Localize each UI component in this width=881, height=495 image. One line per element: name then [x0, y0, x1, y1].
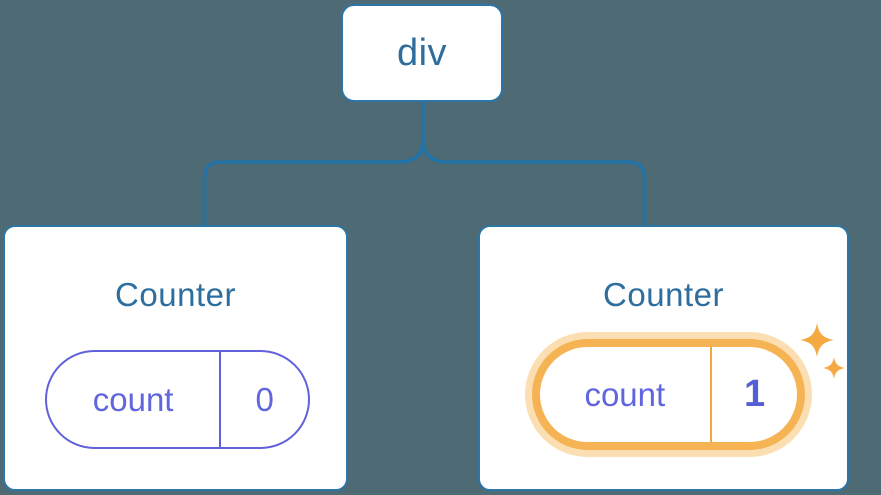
- div-node: div: [341, 4, 503, 102]
- state-pill-highlight-ring: count 1: [532, 339, 805, 450]
- counter-card-right: Counter count 1: [478, 225, 849, 491]
- state-value-label: 1: [743, 373, 766, 415]
- state-key-label: count: [584, 375, 666, 413]
- counter-title: Counter: [115, 276, 236, 313]
- right-branch-connector: [421, 139, 647, 226]
- pill-divider: [219, 352, 222, 447]
- state-value-label: 0: [255, 380, 274, 418]
- state-pill: count 1: [540, 347, 797, 442]
- state-pill: count 0: [45, 350, 310, 449]
- pill-divider: [709, 347, 713, 442]
- counter-title: Counter: [603, 276, 724, 313]
- state-pill-highlight-glow: count 1: [525, 332, 812, 457]
- left-branch-connector: [202, 139, 425, 226]
- counter-card-left: Counter count 0: [3, 225, 348, 491]
- state-key-label: count: [92, 380, 174, 418]
- div-node-label: div: [396, 31, 448, 74]
